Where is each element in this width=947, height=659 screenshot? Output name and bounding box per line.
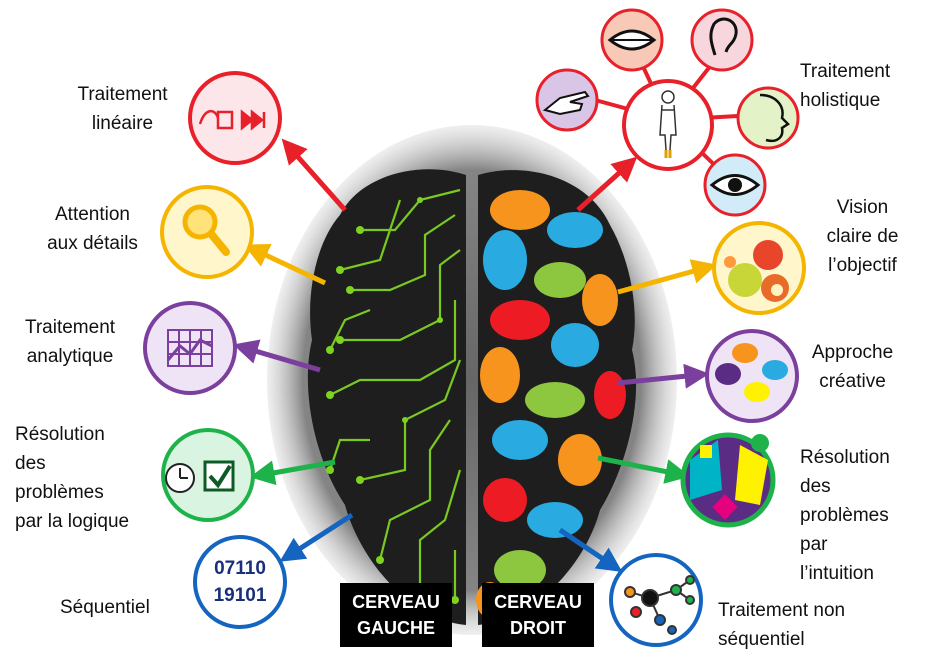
- label-holistic: Traitement holistique: [800, 61, 891, 111]
- arrow-intuition: [597, 455, 691, 484]
- label-sequential: Séquentiel: [60, 597, 150, 618]
- magnifier-icon: [182, 204, 230, 256]
- person-senses-icon: [659, 90, 677, 158]
- label-analytic: Traitement analytique: [24, 317, 116, 367]
- mouth-sense: [600, 8, 664, 72]
- linear-circle: [188, 71, 282, 165]
- label-intuition: Résolution des problèmes par l’intuition: [800, 447, 890, 584]
- right-hemisphere-art: [476, 170, 637, 625]
- tag-right-brain: CERVEAU DROIT: [482, 583, 594, 647]
- arrow-sequential: [279, 512, 354, 562]
- arrow-logic: [249, 459, 336, 486]
- objective-circle: [712, 221, 806, 315]
- analytic-circle: [143, 301, 237, 395]
- left-hemisphere-circuit: [307, 169, 466, 626]
- label-details: Attention aux détails: [47, 204, 138, 254]
- ear-sense: [690, 8, 754, 72]
- arrow-objective: [617, 259, 718, 295]
- arrow-linear: [281, 138, 347, 212]
- mouth-icon: [607, 29, 657, 51]
- ear-icon: [709, 17, 738, 56]
- clock-check-icon: [165, 460, 235, 493]
- arrow-non-sequential: [558, 527, 623, 572]
- arrow-details: [243, 244, 327, 286]
- molecule-icon: [624, 575, 695, 635]
- non-sequential-circle: [609, 553, 703, 647]
- label-creative: Approche créative: [811, 342, 894, 392]
- grid-chart-icon: [166, 329, 213, 367]
- linear-icon: [198, 109, 266, 131]
- details-circle: [160, 185, 254, 279]
- label-logic: Résolution des problèmes par la logique: [15, 424, 130, 532]
- holistic-hub: [594, 58, 756, 182]
- face-profile-icon: [759, 93, 790, 143]
- label-linear: Traitement linéaire: [77, 84, 168, 134]
- intuition-circle: [680, 432, 776, 528]
- sequential-circle: [193, 535, 287, 629]
- apples-icon: [724, 240, 789, 302]
- eye-sense: [703, 153, 767, 217]
- abstract-art-icon: [690, 434, 769, 520]
- logic-circle: [161, 428, 255, 522]
- arrow-analytic: [233, 339, 321, 373]
- creative-circle: [705, 329, 799, 423]
- digits-icon: 07110 19101: [213, 558, 267, 606]
- eye-icon: [709, 174, 761, 196]
- label-non-sequential: Traitement non séquentiel: [718, 600, 846, 650]
- hand-icon: [542, 90, 590, 116]
- label-objective: Vision claire de l’objectif: [826, 197, 899, 276]
- arrow-holistic: [576, 156, 638, 212]
- color-dots-icon: [715, 343, 788, 402]
- hand-sense: [535, 68, 599, 132]
- arrow-creative: [617, 363, 710, 389]
- face-sense: [736, 86, 800, 150]
- tag-left-brain: CERVEAU GAUCHE: [340, 583, 452, 647]
